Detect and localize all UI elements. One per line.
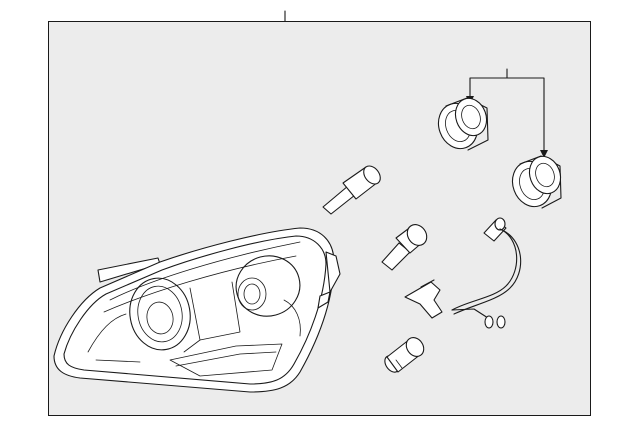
bulb-turn-signal[interactable] bbox=[382, 334, 427, 375]
arrow-head-lower bbox=[540, 150, 548, 158]
bulb-low-beam[interactable] bbox=[381, 221, 431, 271]
sealing-cap-lower[interactable] bbox=[506, 152, 565, 212]
wiring-harness[interactable] bbox=[404, 217, 522, 329]
headlamp-assembly[interactable] bbox=[53, 227, 341, 393]
bulb-high-beam[interactable] bbox=[322, 163, 384, 215]
sealing-cap-upper[interactable] bbox=[432, 94, 491, 154]
